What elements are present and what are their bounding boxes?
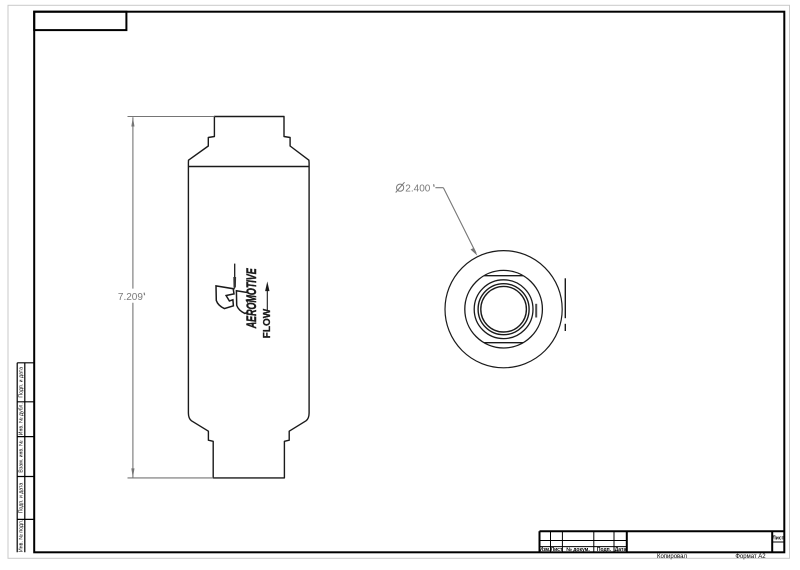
svg-text:7.209: 7.209 [118,292,143,303]
svg-text:Инв. № подл.: Инв. № подл. [19,520,25,552]
svg-text:Подп.: Подп. [597,547,612,553]
svg-text:FLOW: FLOW [262,308,273,338]
svg-text:Лист: Лист [551,547,563,553]
svg-text:Взам. инв. №: Взам. инв. № [19,440,25,473]
svg-text:Подп. и дата: Подп. и дата [19,483,25,514]
svg-text:Инв. № дубл.: Инв. № дубл. [19,403,25,435]
svg-text:Дата: Дата [615,547,627,553]
svg-text:Копировал: Копировал [657,554,688,560]
svg-text:AEROMOTIVE: AEROMOTIVE [243,268,259,329]
svg-text:Лист: Лист [772,536,784,542]
svg-text:2.400: 2.400 [405,184,430,195]
svg-text:Подп. и дата: Подп. и дата [19,367,25,398]
svg-text:Формат А2: Формат А2 [735,554,766,560]
svg-text:Изм.: Изм. [539,547,551,553]
svg-text:№ докум.: № докум. [566,547,590,553]
